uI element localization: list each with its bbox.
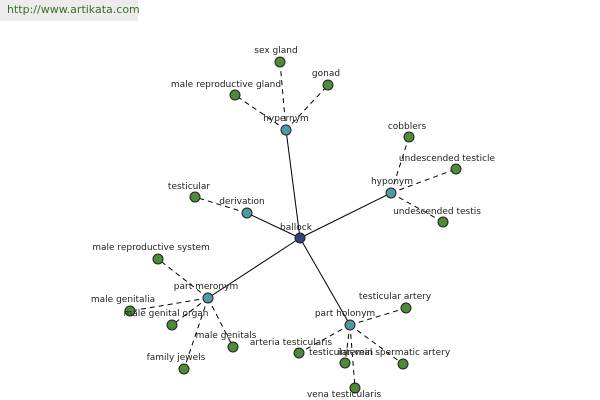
- leaf-label: male reproductive system: [92, 243, 210, 253]
- leaf-label: male genital organ: [123, 309, 208, 319]
- leaf-label: testicular: [168, 182, 210, 192]
- leaf-node[interactable]: [400, 302, 412, 314]
- leaf-node[interactable]: [124, 305, 136, 317]
- edge-leaf: [285, 84, 329, 131]
- relation-node-derivation[interactable]: [241, 207, 253, 219]
- leaf-node[interactable]: [274, 56, 286, 68]
- edge-leaf: [349, 324, 404, 365]
- relation-label-part-meronym: part meronym: [174, 282, 238, 292]
- leaf-label: sex gland: [254, 46, 297, 56]
- edge-leaf: [298, 324, 351, 354]
- leaf-node[interactable]: [227, 341, 239, 353]
- leaf-node[interactable]: [322, 79, 334, 91]
- leaf-label: undescended testis: [393, 207, 481, 217]
- relation-node-hyponym[interactable]: [385, 187, 397, 199]
- edge-leaf: [183, 297, 209, 370]
- root-label: ballock: [280, 223, 313, 233]
- edge-part-holonym: [299, 237, 351, 326]
- leaf-node[interactable]: [397, 358, 409, 370]
- leaf-node[interactable]: [437, 216, 449, 228]
- leaf-node[interactable]: [229, 89, 241, 101]
- edge-leaf: [390, 168, 457, 194]
- leaf-node[interactable]: [166, 319, 178, 331]
- leaf-node[interactable]: [189, 191, 201, 203]
- edge-leaf: [129, 297, 209, 312]
- leaf-node[interactable]: [450, 163, 462, 175]
- edge-leaf: [349, 307, 407, 326]
- edge-leaf: [194, 196, 248, 214]
- root-node[interactable]: [294, 232, 306, 244]
- leaf-label: family jewels: [147, 353, 206, 363]
- leaf-label: male genitalia: [91, 295, 155, 305]
- relation-label-part-holonym: part holonym: [315, 309, 375, 319]
- relation-node-part-meronym[interactable]: [202, 292, 214, 304]
- leaf-node[interactable]: [178, 363, 190, 375]
- edge-hyponym: [299, 192, 392, 239]
- url-link[interactable]: http://www.artikata.com: [7, 3, 140, 16]
- edge-leaf: [157, 258, 209, 299]
- edge-derivation: [246, 212, 301, 239]
- relation-label-hypernym: hypernym: [263, 114, 309, 124]
- edge-hypernym: [285, 129, 301, 239]
- leaf-label: cobblers: [388, 122, 427, 132]
- edge-part-meronym: [207, 237, 301, 299]
- edge-leaf: [390, 192, 444, 223]
- leaf-label: gonad: [312, 69, 340, 79]
- edge-leaf: [279, 61, 287, 131]
- leaf-label: testicular vein: [309, 348, 373, 358]
- edge-leaf: [349, 324, 356, 389]
- nodes: [124, 56, 462, 394]
- leaf-label: male reproductive gland: [171, 80, 281, 90]
- leaf-node[interactable]: [152, 253, 164, 265]
- relation-label-derivation: derivation: [219, 197, 265, 207]
- edge-leaf: [234, 94, 287, 131]
- labels: sex gland male reproductive gland gonad cob…: [91, 46, 496, 400]
- leaf-node[interactable]: [339, 357, 351, 369]
- edge-leaf: [344, 324, 351, 364]
- edge-leaf: [171, 297, 209, 326]
- edges: [129, 61, 457, 389]
- leaf-label: testicular artery: [359, 292, 432, 302]
- relation-node-hypernym[interactable]: [280, 124, 292, 136]
- leaf-label: undescended testicle: [399, 154, 496, 164]
- leaf-label: arteria testicularis: [250, 338, 333, 348]
- url-banner: http://www.artikata.com: [0, 0, 140, 21]
- leaf-node[interactable]: [403, 131, 415, 143]
- leaf-label: vena testicularis: [307, 390, 382, 400]
- leaf-node[interactable]: [349, 382, 361, 394]
- leaf-node[interactable]: [293, 347, 305, 359]
- relation-label-hyponym: hyponym: [371, 177, 413, 187]
- edge-leaf: [390, 136, 410, 194]
- edge-leaf: [207, 297, 234, 348]
- relation-node-part-holonym[interactable]: [344, 319, 356, 331]
- leaf-label: internal spermatic artery: [338, 348, 451, 358]
- leaf-label: male genitals: [196, 331, 257, 341]
